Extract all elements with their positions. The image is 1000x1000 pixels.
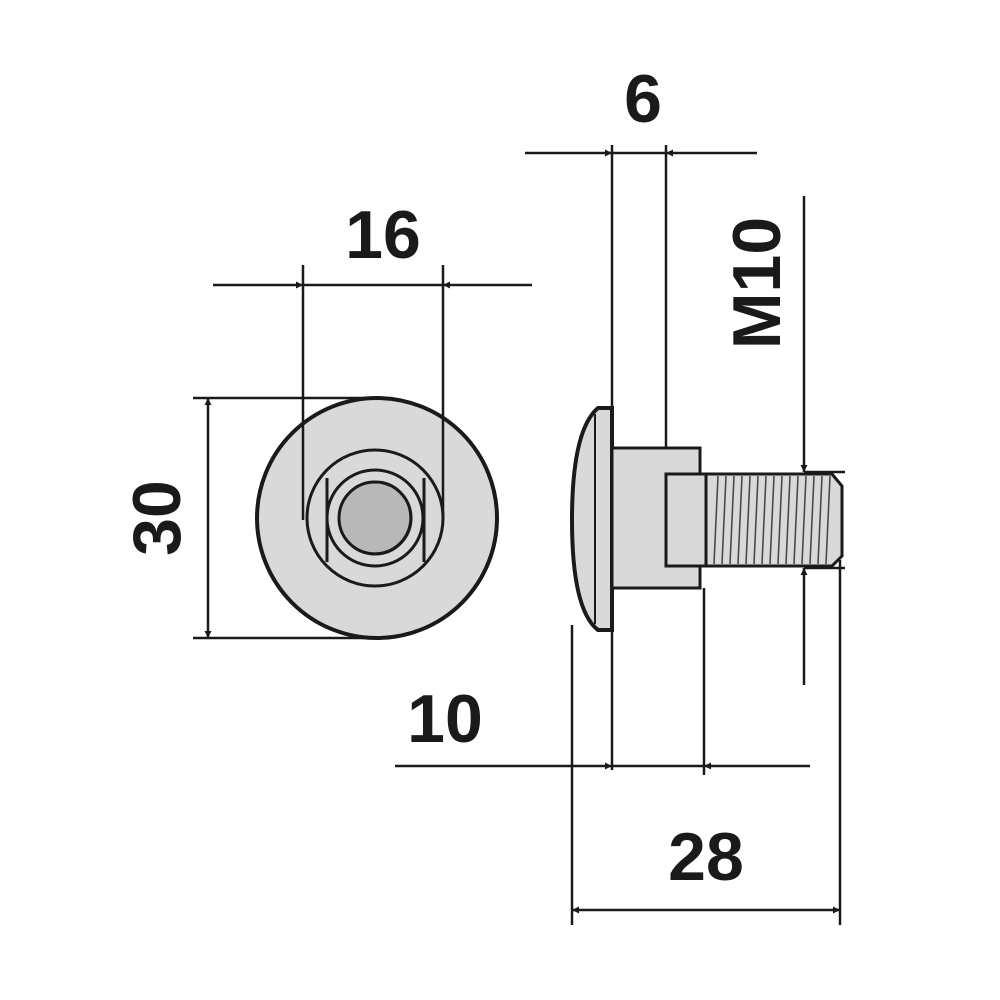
neck-inner-step bbox=[664, 472, 708, 568]
label-thread: M10 bbox=[719, 217, 795, 349]
thread-shaft bbox=[704, 472, 844, 568]
dimension-head-height bbox=[525, 145, 757, 770]
dimension-thread bbox=[800, 196, 845, 685]
dimension-head-diameter bbox=[193, 396, 378, 640]
thread-lines bbox=[713, 475, 831, 565]
bolt-head bbox=[569, 406, 614, 632]
label-square-width: 16 bbox=[345, 197, 421, 273]
dimension-total-length bbox=[570, 560, 842, 925]
dimension-square-width bbox=[213, 265, 532, 520]
dimension-shank-length bbox=[395, 588, 810, 775]
side-view bbox=[569, 406, 844, 632]
thread-start-arc bbox=[343, 480, 412, 555]
front-view bbox=[255, 396, 499, 640]
label-head-height: 6 bbox=[624, 61, 662, 137]
label-total-length: 28 bbox=[668, 819, 744, 895]
label-shank-length: 10 bbox=[407, 681, 483, 757]
label-head-diameter: 30 bbox=[119, 480, 195, 556]
